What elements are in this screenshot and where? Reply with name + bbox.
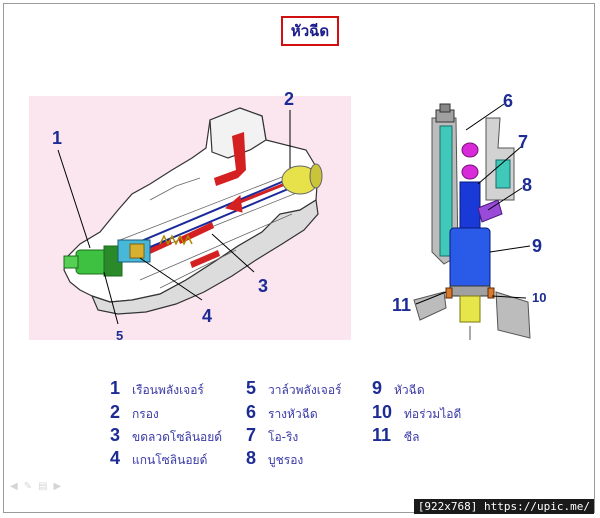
menu-icon[interactable]: ▤ bbox=[38, 481, 48, 492]
legend-number: 3 bbox=[110, 425, 121, 445]
legend-number: 10 bbox=[372, 402, 393, 422]
legend-item: 3 ขดลวดโซลินอยด์ bbox=[110, 425, 222, 447]
legend-item: 9 หัวฉีด bbox=[372, 378, 425, 400]
legend-number: 6 bbox=[246, 402, 257, 422]
legend-text: หัวฉีด bbox=[394, 383, 425, 397]
callout-2: 2 bbox=[284, 89, 295, 109]
callout-10: 10 bbox=[532, 290, 547, 305]
callout-11: 11 bbox=[392, 295, 412, 315]
legend-text: ซีล bbox=[404, 430, 420, 444]
legend-text: วาล์วพลังเจอร์ bbox=[268, 383, 342, 397]
legend-number: 8 bbox=[246, 448, 257, 468]
legend-text: รางหัวฉีด bbox=[268, 407, 318, 421]
plunger-spring bbox=[159, 234, 193, 246]
central-tube bbox=[119, 175, 301, 259]
legend-text: ท่อร่วมไอดี bbox=[404, 407, 462, 421]
legend-item: 5 วาล์วพลังเจอร์ bbox=[246, 378, 341, 400]
legend-number: 1 bbox=[110, 378, 121, 398]
legend-text: โอ-ริง bbox=[268, 430, 299, 444]
legend-item: 4 แกนโซลินอยด์ bbox=[110, 448, 207, 470]
legend-text: ขดลวดโซลินอยด์ bbox=[132, 430, 223, 444]
mounting-diagram bbox=[413, 103, 531, 340]
plunger-housing bbox=[117, 239, 151, 263]
callout-8: 8 bbox=[522, 175, 533, 195]
callout-7: 7 bbox=[518, 132, 529, 152]
legend-text: แกนโซลินอยด์ bbox=[132, 453, 208, 467]
inlet-filter bbox=[281, 163, 323, 195]
legend-item: 10 ท่อร่วมไอดี bbox=[372, 402, 461, 424]
legend-text: บูชรอง bbox=[268, 453, 304, 467]
leader-lines bbox=[57, 110, 291, 325]
callout-9: 9 bbox=[532, 236, 543, 256]
leader-lines-right bbox=[415, 103, 531, 305]
callout-6: 6 bbox=[503, 91, 514, 111]
legend-number: 9 bbox=[372, 378, 383, 398]
legend-text: เรือนพลังเจอร์ bbox=[132, 383, 204, 397]
callout-1: 1 bbox=[52, 128, 63, 148]
legend-item: 8 บูชรอง bbox=[246, 448, 303, 470]
pointer-icon[interactable]: ◀ bbox=[10, 481, 18, 492]
callout-3: 3 bbox=[258, 276, 269, 296]
legend-number: 4 bbox=[110, 448, 121, 468]
legend-number: 2 bbox=[110, 402, 121, 422]
legend-number: 5 bbox=[246, 378, 257, 398]
image-watermark: [922x768] https://upic.me/ bbox=[413, 499, 594, 514]
page-title: หัวฉีด bbox=[281, 16, 339, 46]
forward-icon[interactable]: ▶ bbox=[53, 481, 62, 492]
legend-item: 1 เรือนพลังเจอร์ bbox=[110, 378, 204, 400]
legend-item: 6 รางหัวฉีด bbox=[246, 402, 318, 424]
callout-4: 4 bbox=[202, 306, 213, 326]
legend-text: กรอง bbox=[132, 407, 159, 421]
legend-item: 11 ซีล bbox=[372, 425, 420, 447]
parts-legend: 1 เรือนพลังเจอร์ 2 กรอง 3 ขดลวดโซลินอยด์… bbox=[110, 378, 510, 470]
slide-nav-toolbar: ◀ ✎ ▤ ▶ bbox=[10, 481, 61, 492]
legend-number: 7 bbox=[246, 425, 257, 445]
legend-number: 11 bbox=[372, 425, 392, 445]
legend-item: 7 โอ-ริง bbox=[246, 425, 298, 447]
pen-icon[interactable]: ✎ bbox=[23, 481, 33, 492]
callout-5: 5 bbox=[116, 328, 124, 343]
legend-item: 2 กรอง bbox=[110, 402, 159, 424]
injector-body bbox=[63, 107, 319, 315]
